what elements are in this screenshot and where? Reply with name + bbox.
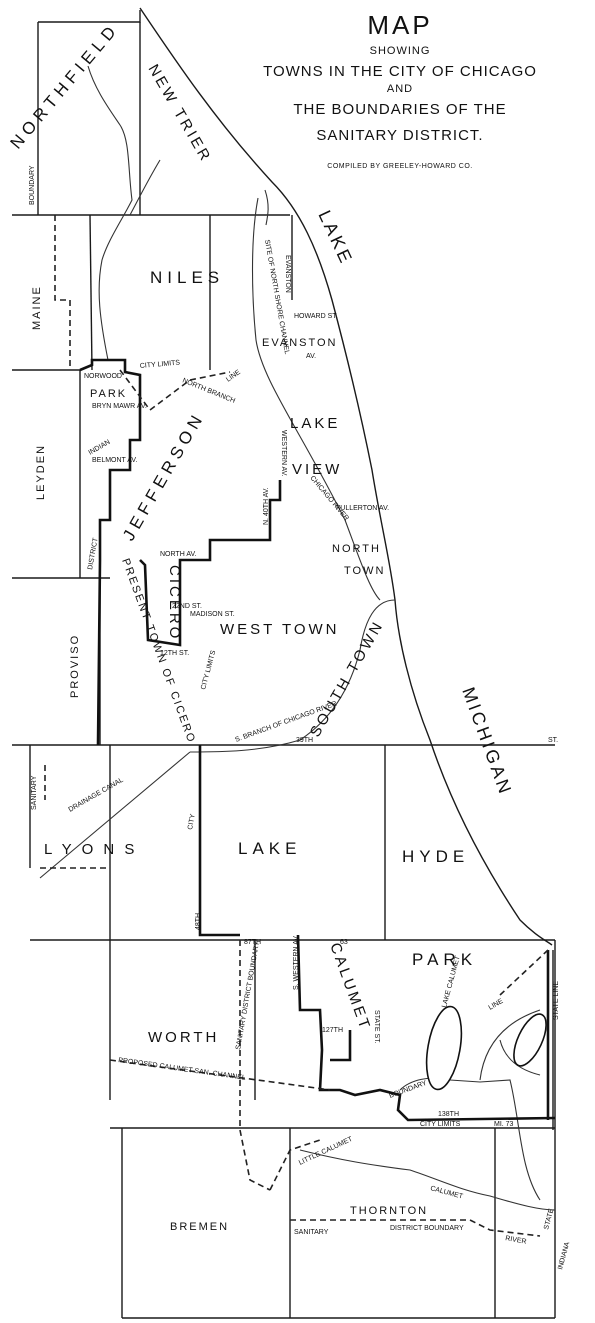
city-limits-south-label: CITY LIMITS (420, 1121, 461, 1128)
sanitary2-label: SANITARY (294, 1229, 329, 1236)
street-48th: 48TH (195, 913, 202, 930)
street-western: WESTERN AV. (280, 430, 287, 477)
state-line-label: STATE LINE (553, 981, 560, 1020)
line-label-n: LINE (225, 369, 242, 384)
map-title: MAP SHOWING TOWNS IN THE CITY OF CHICAGO… (263, 10, 537, 170)
wolf-lake-water (513, 1013, 547, 1067)
street-st: ST. (548, 737, 558, 744)
street-bryn-mawr: BRYN MAWR AV. (92, 403, 147, 410)
town-hyde-park: PARK (412, 950, 477, 969)
town-west-town: WEST TOWN (220, 621, 340, 638)
town-thornton: THORNTON (350, 1205, 428, 1217)
indian-label: INDIAN (88, 439, 112, 457)
district-boundary2-label: DISTRICT BOUNDARY (390, 1225, 464, 1232)
river-label: RIVER (505, 1235, 527, 1246)
town-leyden: LEYDEN (35, 444, 47, 500)
street-av: AV. (306, 353, 316, 360)
street-87th: 87TH (244, 939, 261, 946)
title-line3: AND (387, 83, 413, 95)
title-main: MAP (367, 10, 432, 40)
line-se-label: LINE (488, 998, 505, 1012)
street-north-av: NORTH AV. (160, 551, 196, 558)
town-lake-view-2: VIEW (292, 461, 342, 478)
town-worth: WORTH (148, 1029, 219, 1046)
street-fullerton: FULLERTON AV. (336, 505, 389, 512)
town-hyde: HYDE (402, 847, 469, 866)
street-howard: HOWARD ST. (294, 313, 338, 320)
street-madison: MADISON ST. (190, 611, 235, 618)
town-jefferson: JEFFERSON (119, 408, 208, 544)
town-lyons: L Y O N S (44, 841, 137, 858)
township-grid (12, 10, 556, 1319)
street-39th: 39TH (296, 737, 313, 744)
street-22nd: 22ND ST. (172, 603, 202, 610)
michigan-label: MICHIGAN (458, 685, 516, 799)
town-northfield: NORTHFIELD (7, 19, 123, 152)
town-north-1: NORTH (332, 543, 381, 555)
town-lake-view-1: LAKE (290, 415, 340, 432)
boundary-label-n: BOUNDARY (29, 165, 36, 205)
rivers (39, 65, 556, 1211)
lake-label: LAKE (314, 207, 357, 268)
city-limits-west-label: CITY LIMITS (200, 649, 217, 690)
street-n-40th: N. 40TH AV. (263, 487, 270, 525)
town-cicero: CICERO (166, 565, 183, 641)
title-line5: SANITARY DISTRICT. (316, 127, 483, 144)
chicago-river-label: CHICAGO RIVER (308, 475, 349, 522)
drainage-canal-label: DRAINAGE CANAL (68, 777, 125, 814)
town-north-2: TOWN (344, 565, 385, 577)
lake-michigan-shoreline (139, 7, 553, 946)
sanitary-district-boundary-label: SANITARY DISTRICT BOUNDARY (235, 941, 261, 1051)
city-label: CITY (187, 813, 197, 830)
proposed-calumet-label: PROPOSED CALUMET SAN. CHANNEL (118, 1057, 246, 1082)
title-line4: THE BOUNDARIES OF THE (293, 101, 506, 118)
lake-calumet-water (425, 1005, 463, 1091)
town-calumet: CALUMET (326, 941, 374, 1034)
town-evanston: EVANSTON (262, 337, 338, 349)
title-line2: TOWNS IN THE CITY OF CHICAGO (263, 63, 537, 80)
town-maine: MAINE (31, 285, 43, 330)
street-state: STATE ST. (373, 1010, 380, 1044)
district-label: DISTRICT (87, 537, 100, 571)
town-evanston-small: EVANSTON (284, 255, 291, 293)
street-s-western: S. WESTERN AV. (293, 935, 300, 990)
proposed-calumet-channel (109, 1059, 331, 1091)
street-12th: 12TH ST. (160, 650, 189, 657)
town-bremen: BREMEN (170, 1221, 229, 1233)
city-limits-north-label: CITY LIMITS (140, 359, 181, 370)
street-63: 63 (340, 939, 348, 946)
title-line1: SHOWING (370, 45, 431, 57)
town-norwood: NORWOOD (84, 373, 122, 380)
street-belmont: BELMONT AV. (92, 457, 137, 464)
street-127th: 127TH (322, 1027, 343, 1034)
town-new-trier: NEW TRIER (145, 62, 215, 167)
title-credit: COMPILED BY GREELEY-HOWARD CO. (327, 163, 472, 170)
sanitary-district-boundary (79, 358, 142, 746)
boundary-se-label: BOUNDARY (388, 1080, 428, 1100)
street-labels: HOWARD ST. AV. WESTERN AV. FULLERTON AV.… (92, 313, 558, 1128)
sanitary-label: SANITARY (31, 775, 38, 810)
street-138th: 138TH (438, 1111, 459, 1118)
state-label: STATE (543, 1208, 555, 1231)
town-norwood-park: PARK (90, 388, 127, 400)
town-lake: LAKE (238, 839, 301, 858)
town-niles: NILES (150, 268, 224, 287)
indiana-label: INDIANA (557, 1241, 571, 1271)
street-mi-73: MI. 73 (494, 1121, 514, 1128)
town-proviso: PROVISO (69, 634, 81, 698)
